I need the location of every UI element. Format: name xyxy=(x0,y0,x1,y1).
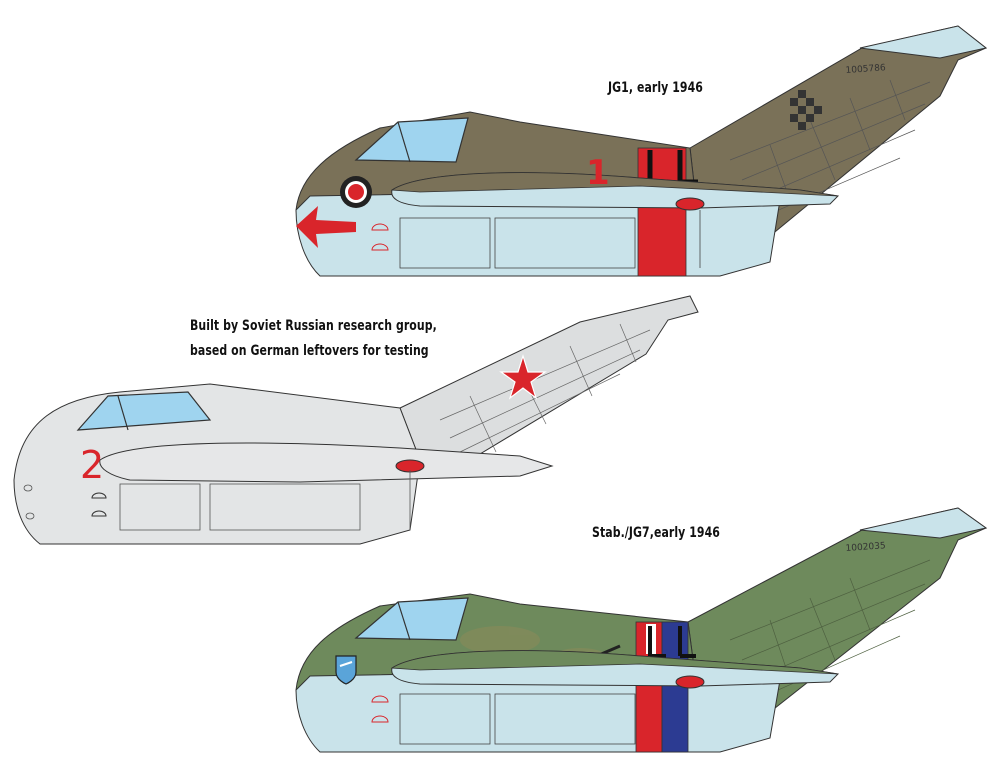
arrow-marking-jg1 xyxy=(296,206,356,248)
caption-soviet-line1: Built by Soviet Russian research group, xyxy=(190,318,437,334)
unit-emblem-jg1 xyxy=(340,176,372,208)
caption-jg1: JG1, early 1946 xyxy=(608,80,703,96)
tail-cross-jg1 xyxy=(790,90,822,130)
caption-soviet-line2: based on German leftovers for testing xyxy=(190,343,429,359)
aircraft-number-jg1: 1 xyxy=(586,153,610,193)
